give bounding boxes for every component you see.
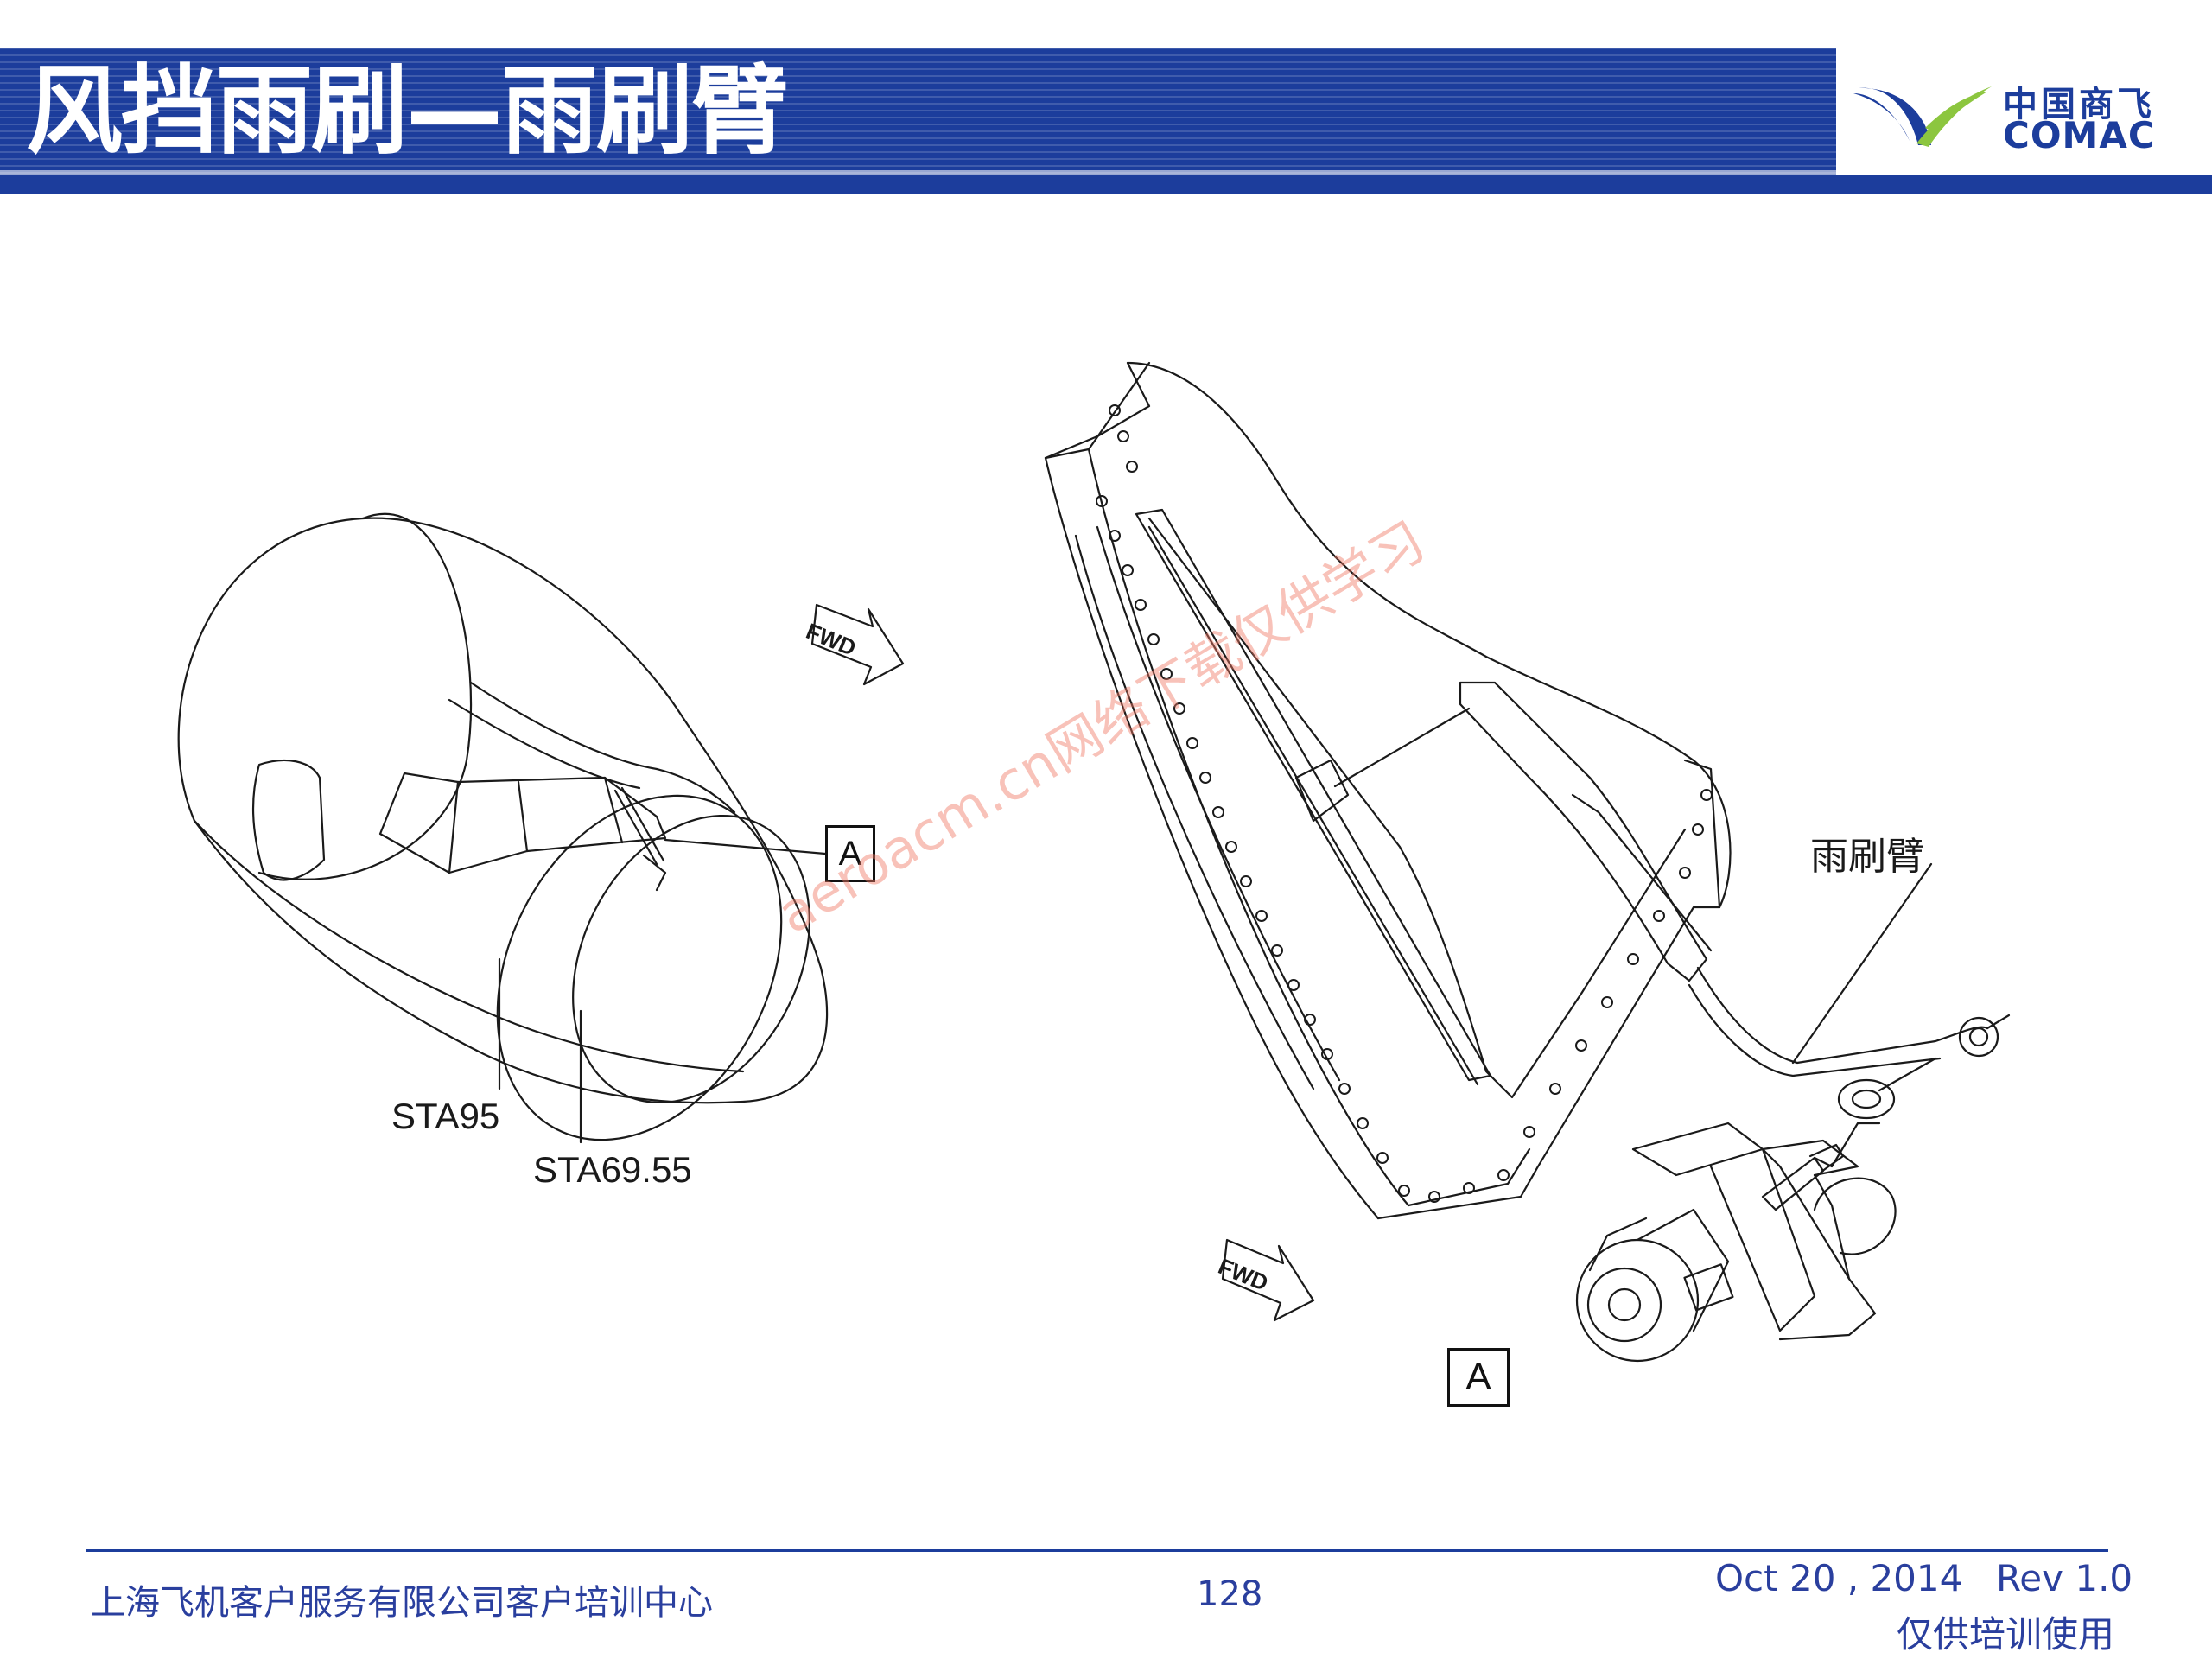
frame-bolts <box>1096 404 1713 1203</box>
footer-organization: 上海飞机客户服务有限公司客户培训中心 <box>91 1583 713 1623</box>
technical-drawing <box>177 361 2011 1363</box>
detail-a-label: A <box>838 835 862 873</box>
station-label-sta69-55: STA69.55 <box>533 1149 692 1190</box>
detail-a-box-left: A <box>825 825 875 882</box>
slide-title: 风挡雨刷—雨刷臂 <box>26 55 788 168</box>
detail-a-box-right: A <box>1447 1348 1510 1407</box>
header-rule <box>0 175 2212 194</box>
footer-rule <box>86 1549 2108 1552</box>
page-number: 128 <box>1197 1574 1263 1614</box>
comac-wing-icon <box>1853 86 1992 147</box>
header-band: 风挡雨刷—雨刷臂 <box>0 48 1836 175</box>
wiper-arm-callout: 雨刷臂 <box>1810 835 1924 879</box>
station-label-sta95: STA95 <box>391 1096 500 1136</box>
logo-chinese-text: 中国商飞 <box>2003 85 2155 124</box>
fwd-arrow-icon <box>810 603 1315 1322</box>
fuselage-nose-drawing <box>177 512 829 1144</box>
footer-date: Oct 20 , 2014 <box>1715 1557 1963 1599</box>
detail-a-label: A <box>1465 1356 1491 1398</box>
footer-training-note: 仅供培训使用 <box>1897 1613 2115 1656</box>
logo-english-text: COMAC <box>2003 114 2156 156</box>
footer-revision: Rev 1.0 <box>1996 1557 2133 1599</box>
comac-logo: 中国商飞 COMAC <box>1849 76 2195 158</box>
callout-leader-line <box>1791 862 1933 1065</box>
wiper-assembly-drawing <box>1044 361 2011 1363</box>
